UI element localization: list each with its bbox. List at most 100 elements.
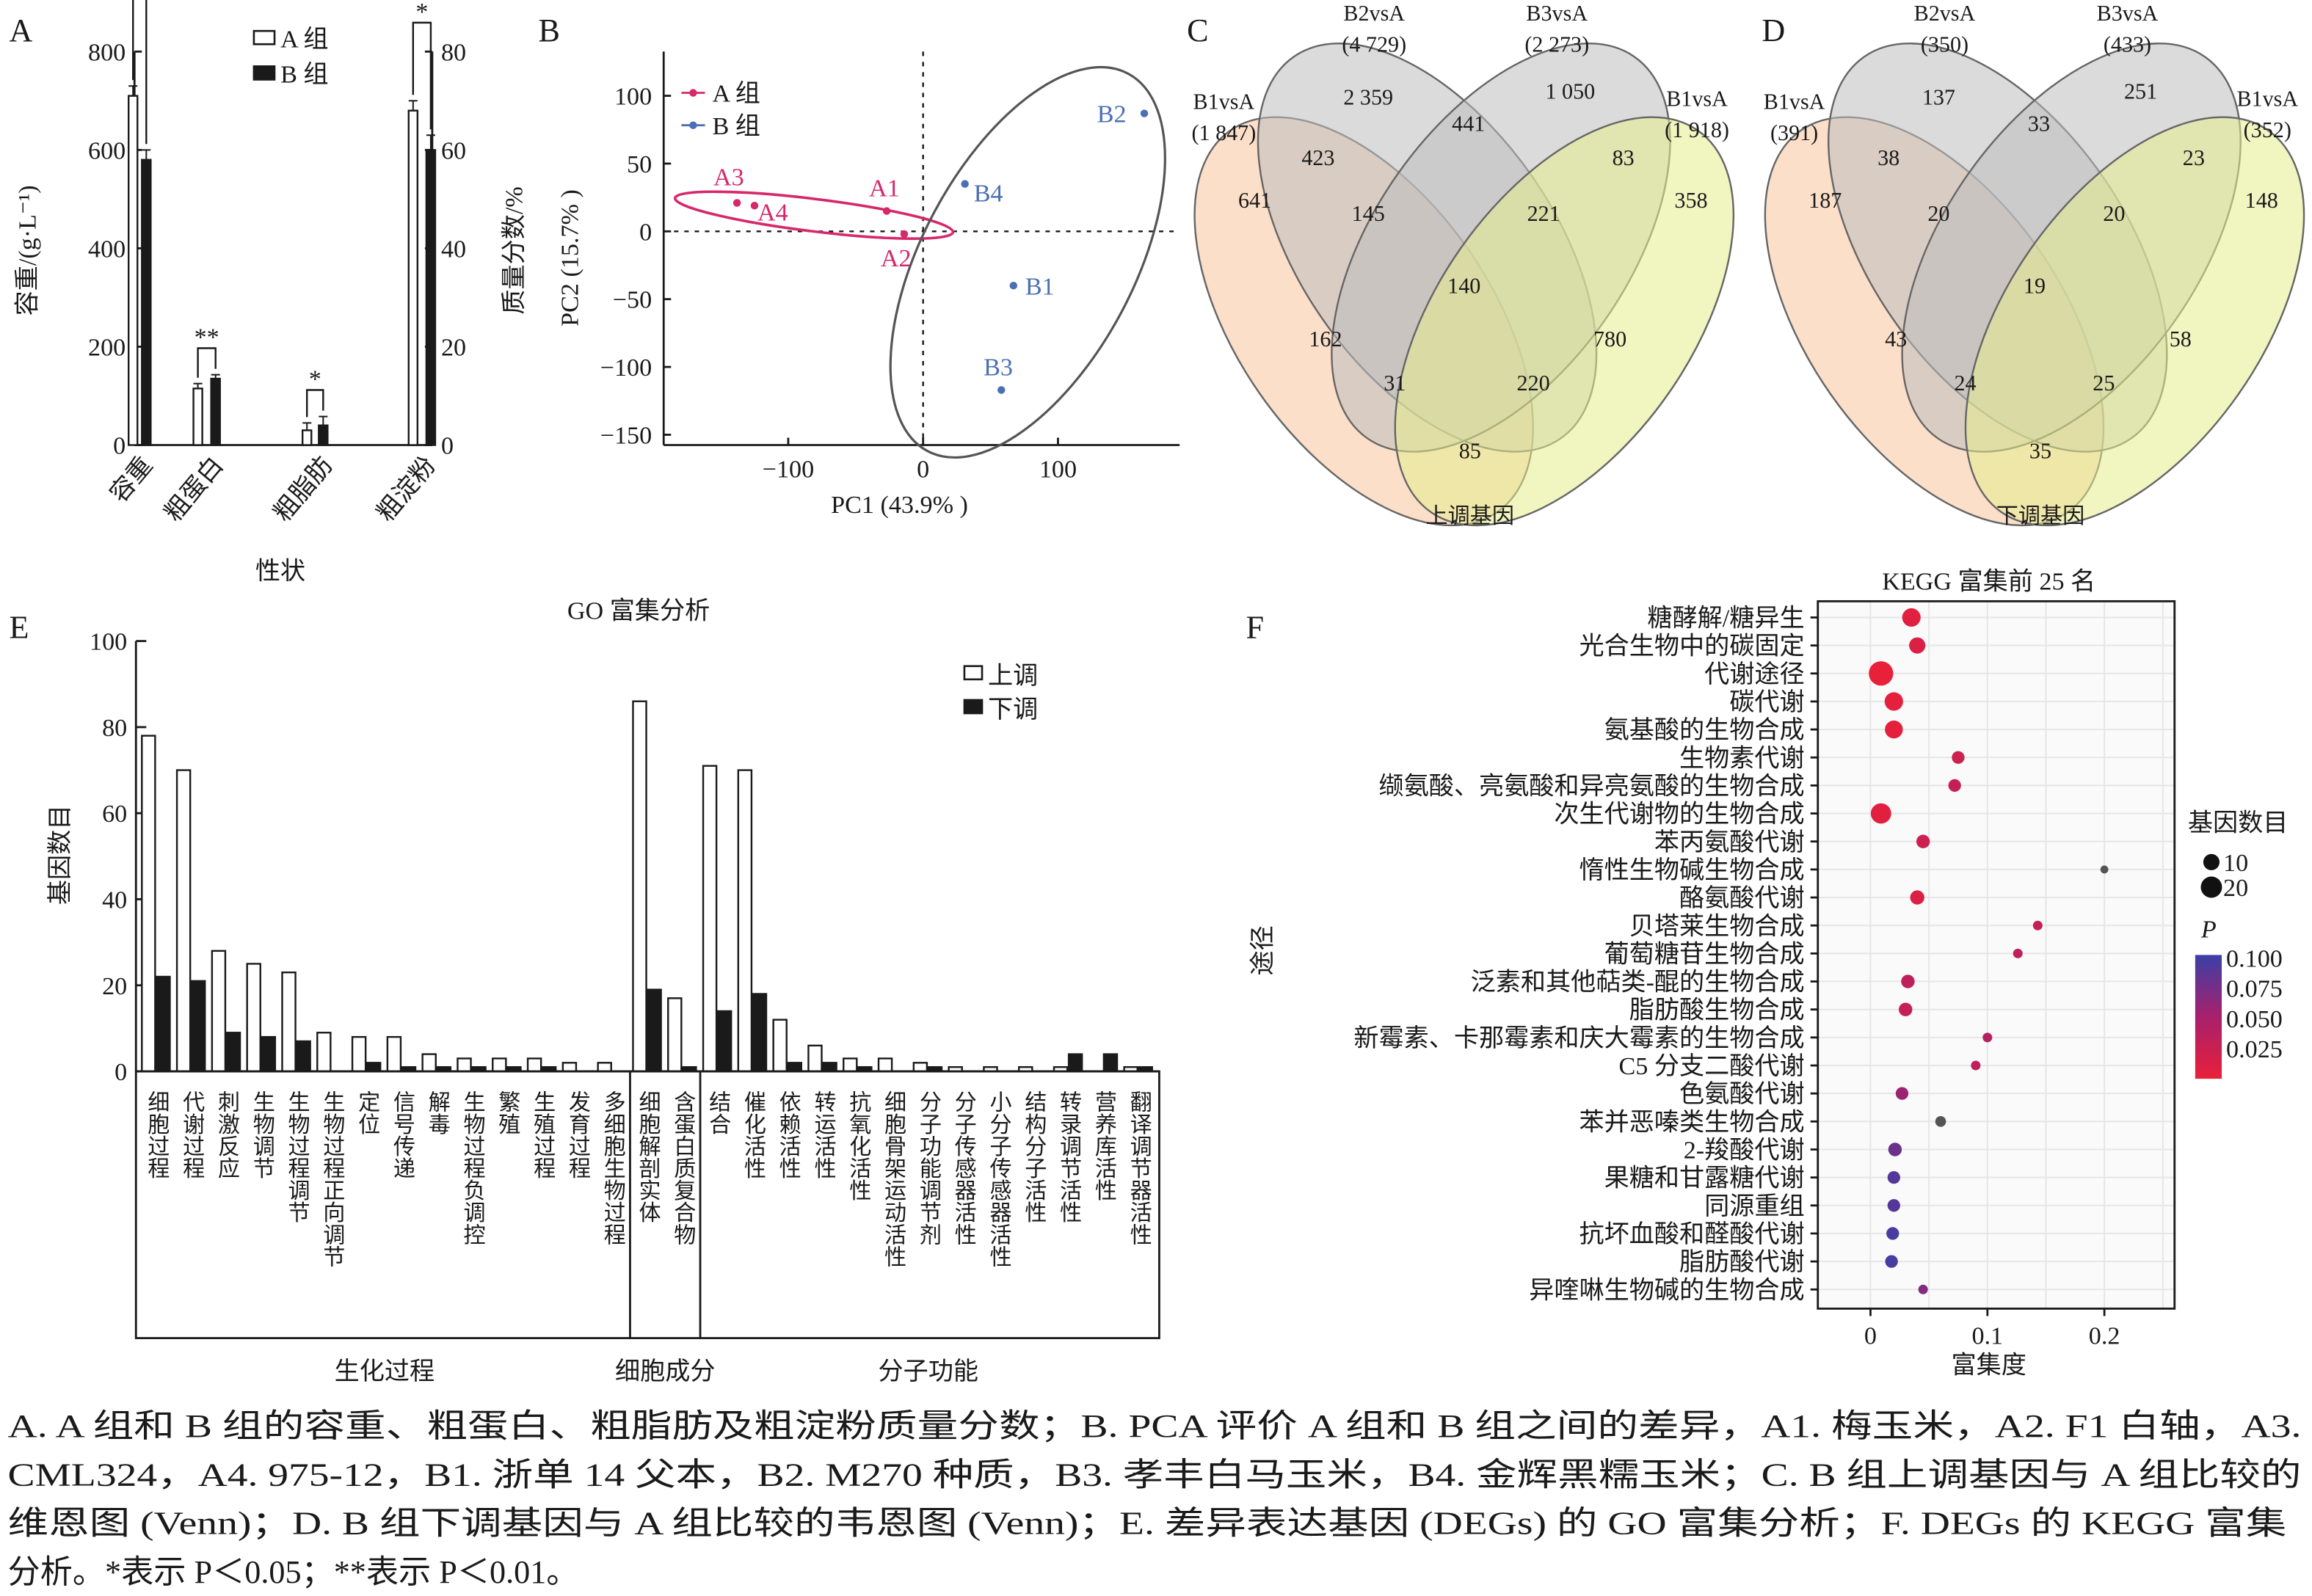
size-legend-dot <box>2200 876 2222 898</box>
category-label: 生物过程正向调节 <box>319 1090 345 1267</box>
pathway-dot <box>1909 637 1926 654</box>
y-tick-label: 20 <box>102 973 127 1000</box>
size-legend-label: 20 <box>2223 875 2248 902</box>
category-label: 信号传递 <box>390 1090 415 1178</box>
y-right-axis-label: 质量分数/% <box>500 186 528 314</box>
pathway-dot <box>1899 1002 1913 1016</box>
bar-up <box>561 1062 578 1073</box>
legend-label: 上调 <box>988 663 1038 690</box>
x-axis-label: PC1 (43.9% ) <box>831 492 968 519</box>
x-tick-label: 0.1 <box>1971 1323 2003 1350</box>
venn-region-count: 220 <box>1517 371 1550 396</box>
category-label: 生物过程调节 <box>285 1090 310 1223</box>
category-label: 生物过程负调控 <box>460 1090 486 1245</box>
pathway-label: 葡萄糖苷生物合成 <box>1604 940 1805 968</box>
venn-set-total: (4 729) <box>1342 32 1406 57</box>
pathway-label: 同源重组 <box>1704 1192 1805 1220</box>
bar-down <box>787 1062 803 1073</box>
pathway-label: 生物素代谢 <box>1679 744 1805 772</box>
color-legend-tick: 0.100 <box>2226 945 2283 972</box>
venn-title: 上调基因 <box>1426 503 1514 528</box>
legend-label: 下调 <box>988 696 1038 724</box>
venn-region-count: 2 359 <box>1343 85 1393 110</box>
venn-region-count: 780 <box>1593 327 1626 351</box>
pca-point <box>900 230 909 238</box>
bar-up <box>386 1035 402 1073</box>
y-tick-label: 100 <box>90 629 127 656</box>
category-label: 抗氧化活性 <box>846 1090 871 1201</box>
group-label: 细胞成分 <box>615 1358 716 1385</box>
bar-down <box>752 993 768 1073</box>
legend-swatch <box>252 29 276 45</box>
category-label: 结合 <box>705 1090 731 1135</box>
category-label: 细胞解剖实体 <box>636 1090 661 1223</box>
bar-a <box>128 95 139 446</box>
x-tick-label: 0 <box>1864 1323 1877 1350</box>
pathway-label: 2-羧酸代谢 <box>1684 1137 1805 1165</box>
significance-bracket <box>412 21 432 130</box>
point-label: B3 <box>984 354 1013 381</box>
size-legend-dot <box>2203 853 2220 870</box>
pathway-dot <box>1902 608 1921 627</box>
bar-up <box>457 1057 472 1073</box>
venn-region-count: 20 <box>1927 201 1949 226</box>
bar-a <box>301 429 313 446</box>
category-label: 定位 <box>355 1090 379 1134</box>
panel-e-go-bar-chart: 020406080100基因数目GO 富集分析细胞过程代谢过程刺激反应生物调节生… <box>46 597 1160 1385</box>
y-tick-label: 60 <box>102 801 127 828</box>
y-axis-label: 途径 <box>1249 925 1277 975</box>
venn-region-count: 31 <box>1384 371 1406 396</box>
venn-set-name: B2vsA <box>1914 1 1976 26</box>
venn-set-total: (352) <box>2244 117 2291 142</box>
legend-swatch <box>963 665 984 681</box>
bar-up <box>843 1057 858 1073</box>
legend-marker <box>689 121 697 129</box>
y-right-tick-label: 80 <box>441 39 466 66</box>
plot-frame <box>1817 600 2176 1310</box>
bar-down <box>296 1040 311 1073</box>
venn-region-count: 58 <box>2170 327 2192 351</box>
color-legend-title: P <box>2200 916 2217 943</box>
x-tick-label: 100 <box>1039 456 1077 484</box>
venn-set-name: B2vsA <box>1343 1 1405 26</box>
venn-set-total: (1 847) <box>1191 120 1256 145</box>
plot-background <box>1817 601 2175 1309</box>
bar-up <box>141 735 156 1073</box>
venn-set-total: (2 273) <box>1524 32 1589 57</box>
pathway-dot <box>1884 692 1903 711</box>
significance-bracket <box>132 0 148 145</box>
pathway-label: 果糖和甘露糖代谢 <box>1604 1165 1805 1192</box>
category-label: 繁殖 <box>495 1090 520 1135</box>
bar-down <box>366 1062 382 1073</box>
pathway-label: 惰性生物碱生物合成 <box>1579 856 1805 884</box>
bar-up <box>772 1019 788 1073</box>
significance-label: ** <box>195 324 219 351</box>
y-tick-label: 50 <box>627 151 652 178</box>
bar-up <box>281 971 297 1073</box>
category-box <box>134 1070 1160 1339</box>
bar-up <box>492 1057 507 1073</box>
pathway-dot <box>1869 661 1894 686</box>
category-label: 刺激反应 <box>214 1090 240 1179</box>
bar-up <box>175 769 192 1073</box>
y-tick-label: 800 <box>88 39 126 66</box>
pathway-label: 碳代谢 <box>1729 688 1804 716</box>
venn-set-total: (433) <box>2104 32 2151 57</box>
y-tick-label: 600 <box>88 137 126 164</box>
venn-set-name: B1vsA <box>2236 87 2298 112</box>
significance-label: * <box>415 0 428 26</box>
venn-set-total: (391) <box>1770 120 1818 145</box>
bar-down <box>716 1010 733 1073</box>
venn-region-count: 137 <box>1922 85 1955 110</box>
pathway-label: 抗坏血酸和醛酸代谢 <box>1579 1220 1805 1248</box>
point-label: B4 <box>974 181 1003 208</box>
venn-region-count: 162 <box>1309 327 1342 351</box>
color-legend-tick: 0.075 <box>2226 976 2283 1003</box>
pca-point <box>1140 109 1149 117</box>
venn-region-count: 358 <box>1674 188 1707 213</box>
pathway-dot <box>1971 1060 1981 1071</box>
point-label: A2 <box>881 245 912 272</box>
category-label: 含蛋白质复合物 <box>670 1090 696 1245</box>
